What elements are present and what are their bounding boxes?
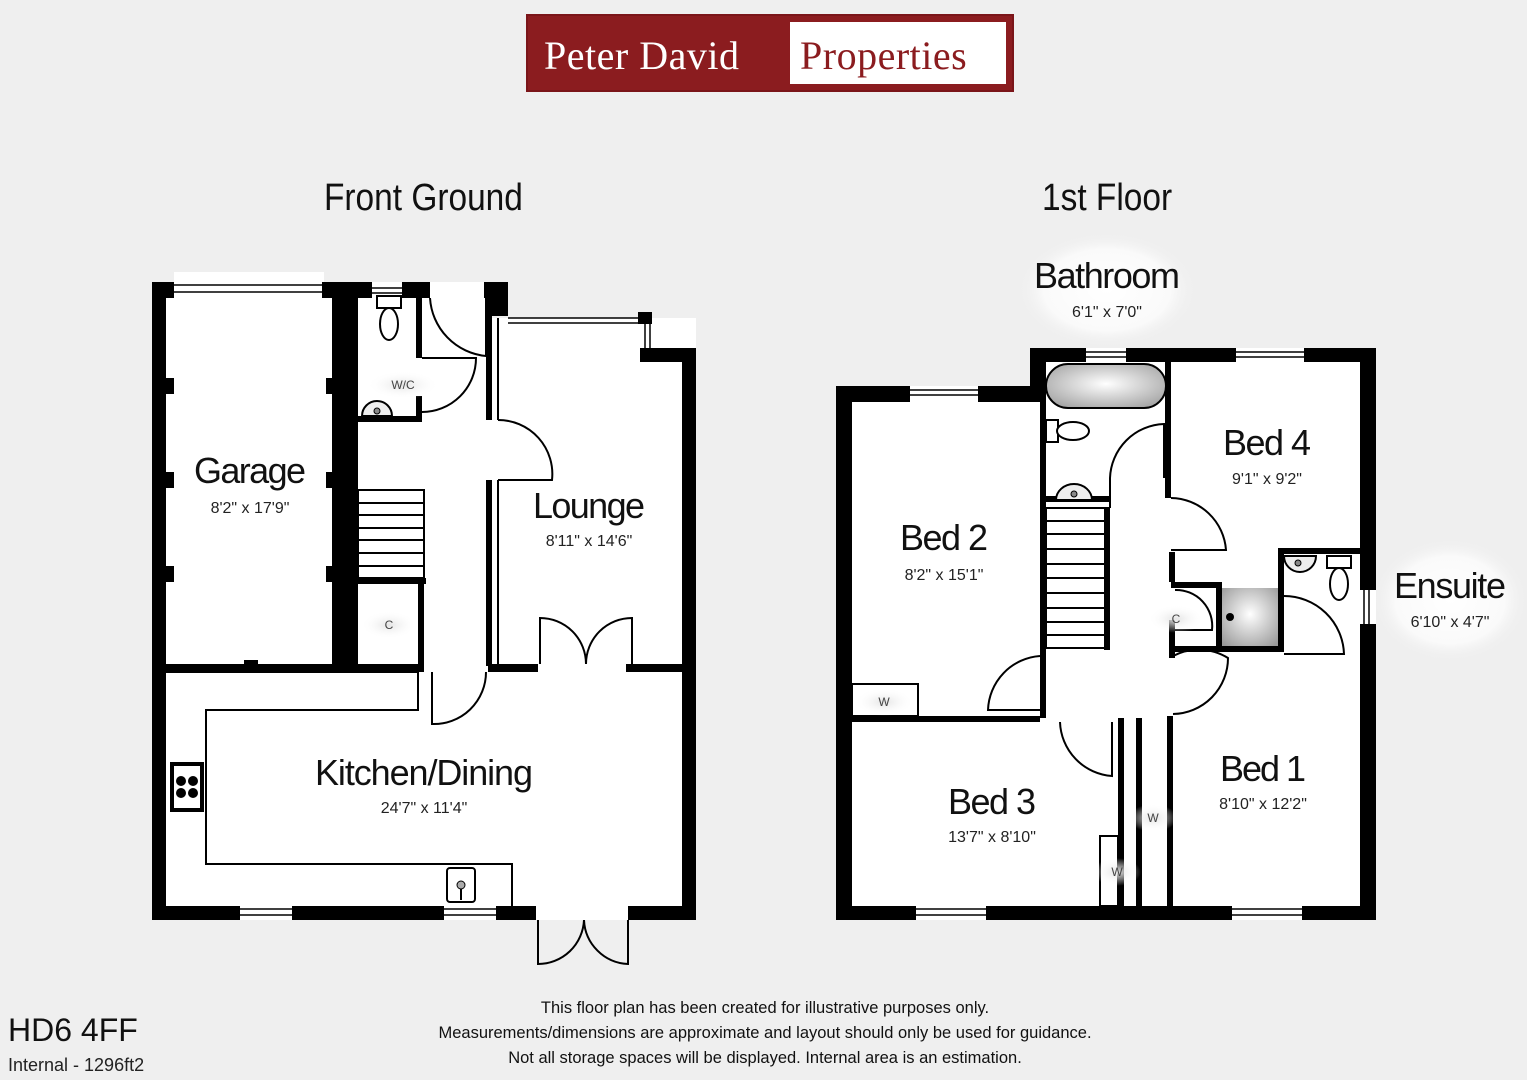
room-dim-kitchen-dining: 24'7" x 11'4" [381, 800, 468, 817]
cupboard-label: C [1172, 612, 1181, 626]
disclaimer-line: This floor plan has been created for ill… [540, 999, 990, 1017]
floor-title-ground: Front Ground [324, 177, 523, 219]
disclaimer: This floor plan has been created for ill… [380, 996, 1150, 1071]
logo-text-peter-david: Peter David [544, 33, 740, 78]
disclaimer-line: Not all storage spaces will be displayed… [508, 1049, 1022, 1067]
internal-area: Internal - 1296ft2 [8, 1055, 145, 1075]
room-name-bed-2: Bed 2 [900, 517, 988, 558]
logo-text-properties: Properties [800, 33, 968, 78]
room-name-bed-4: Bed 4 [1223, 422, 1311, 463]
ground-floor-plan: W/C C Garage 8'2" x 17'9" Lounge 8'11" x… [152, 272, 696, 966]
toilet-icon [376, 295, 402, 341]
hob-icon [170, 762, 204, 812]
room-name-kitchen-dining: Kitchen/Dining [315, 752, 533, 793]
room-name-ensuite: Ensuite [1394, 565, 1506, 606]
room-name-bathroom: Bathroom [1034, 255, 1180, 296]
room-dim-bed-4: 9'1" x 9'2" [1232, 471, 1302, 488]
wc-label: W/C [391, 378, 415, 392]
room-dim-bed-3: 13'7" x 8'10" [948, 829, 1036, 846]
room-name-bed-1: Bed 1 [1220, 748, 1306, 789]
floor-title-first: 1st Floor [1042, 177, 1173, 219]
postcode: HD6 4FF [8, 1012, 138, 1048]
room-name-lounge: Lounge [533, 485, 645, 526]
wardrobe-label-bed2: W [878, 695, 890, 709]
sink-icon [446, 867, 476, 903]
wardrobe-label-bed1: W [1147, 811, 1159, 825]
room-name-garage: Garage [194, 450, 306, 491]
toilet-icon [1326, 555, 1352, 601]
brand-logo: Peter David Properties [526, 14, 1014, 92]
toilet-icon [1045, 419, 1090, 443]
disclaimer-line: Measurements/dimensions are approximate … [438, 1024, 1092, 1042]
first-floor-plan: C W W W Bathroom 6'1" x 7'0" Bed 4 9'1" … [836, 232, 1527, 920]
wardrobe-label-bed3: W [1111, 865, 1123, 879]
room-dim-bathroom: 6'1" x 7'0" [1072, 304, 1142, 321]
room-dim-ensuite: 6'10" x 4'7" [1411, 614, 1490, 631]
room-dim-lounge: 8'11" x 14'6" [546, 533, 633, 550]
logo-properties-box: Properties [790, 22, 1006, 84]
bathtub-icon [1045, 363, 1167, 409]
room-name-bed-3: Bed 3 [948, 781, 1036, 822]
room-dim-bed-1: 8'10" x 12'2" [1219, 796, 1307, 813]
room-dim-bed-2: 8'2" x 15'1" [905, 567, 984, 584]
cupboard-label: C [385, 618, 394, 632]
room-dim-garage: 8'2" x 17'9" [211, 500, 290, 517]
